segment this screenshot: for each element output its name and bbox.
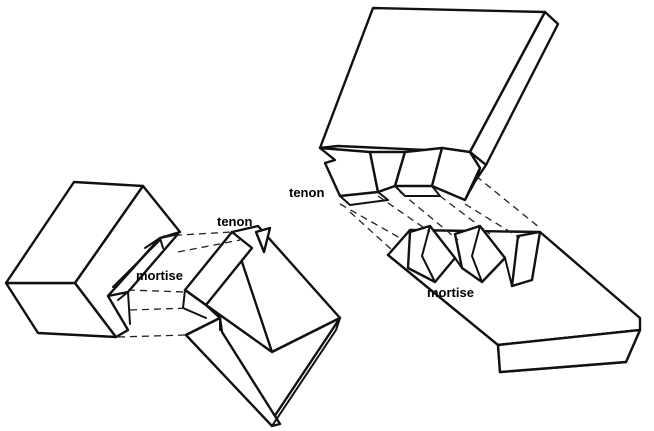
- left-tenon-label: tenon: [217, 214, 252, 229]
- left-tenon-block: [182, 224, 342, 428]
- right-tenon-bottom-edges: [339, 179, 477, 206]
- right-mortise-label: mortise: [427, 285, 474, 300]
- right-tenon-block: [318, 6, 560, 206]
- right-mortise-socket-edges: [421, 225, 513, 287]
- right-guide-lines: [339, 175, 541, 251]
- right-mortise-socket-3: [510, 230, 542, 288]
- left-mortise-socket-edges: [112, 239, 161, 325]
- right-mortise-block: [386, 224, 642, 374]
- left-mortise-label: mortise: [136, 268, 183, 283]
- right-mortise-socket-1: [406, 224, 457, 284]
- right-tenon-tooth-1: [318, 146, 380, 198]
- right-mortise-socket-2: [453, 224, 507, 284]
- left-tenon-front: [183, 230, 254, 307]
- left-tenon-bottom-face: [184, 316, 282, 428]
- left-guide-lines: [117, 231, 241, 338]
- right-mortise-end-face: [496, 328, 642, 374]
- right-tenon-label: tenon: [289, 185, 324, 200]
- left-tenon-thickness-edge: [271, 317, 341, 427]
- left-tenon-notch: [254, 226, 272, 254]
- right-tenon-tooth-2: [430, 146, 482, 202]
- left-mortise-notch-top: [144, 237, 164, 249]
- left-mortise-block: [4, 180, 182, 339]
